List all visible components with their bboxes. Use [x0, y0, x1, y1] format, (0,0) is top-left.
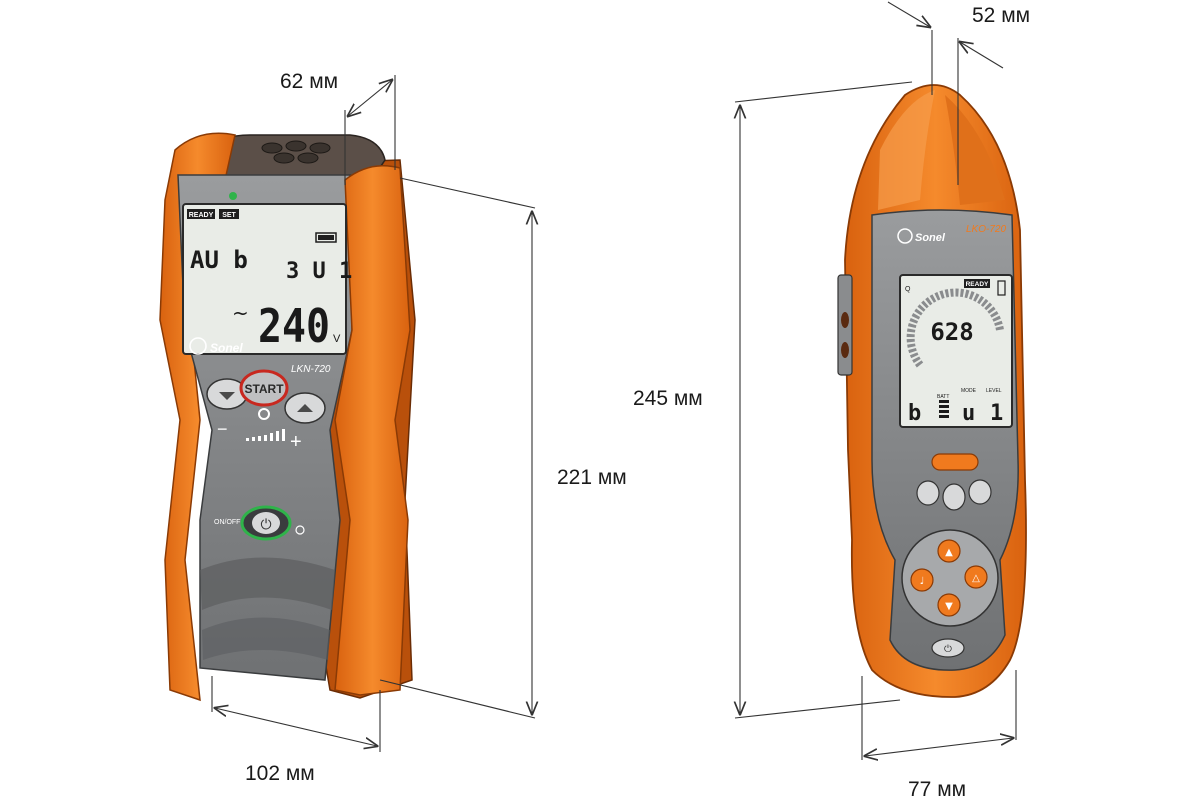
transmitter-ready-text: READY	[966, 281, 989, 288]
label-left-height: 221 мм	[557, 466, 627, 489]
dpad-down-button[interactable]	[937, 593, 961, 617]
sonel-logo-icon	[189, 337, 207, 355]
height-ext-top	[399, 177, 536, 209]
transmitter-ready-badge	[964, 279, 990, 288]
depth-dim-line-left	[348, 80, 392, 116]
transmitter-mode-button[interactable]	[931, 453, 979, 471]
height-ext-bottom	[379, 679, 536, 719]
receiver-start-button[interactable]	[239, 369, 289, 407]
lcd-mode-left: AU b	[190, 246, 248, 274]
plus-label: +	[290, 431, 302, 453]
receiver-lcd	[182, 203, 347, 355]
power-button-inner	[252, 512, 280, 534]
lcd-voltage: 240	[258, 299, 330, 353]
side-port-jack-2	[841, 342, 849, 358]
lcd-set-badge	[219, 209, 239, 219]
side-port-jack-1	[841, 312, 849, 328]
lcd-set-text: SET	[222, 212, 236, 219]
receiver-wave-decor	[200, 557, 335, 610]
transmitter-dpad-base	[901, 529, 999, 627]
dpad-right-button[interactable]	[964, 565, 988, 589]
rwidth-dim-line	[865, 738, 1013, 756]
transmitter-small-button-left[interactable]	[916, 480, 940, 506]
label-right-height: 245 мм	[633, 387, 703, 410]
transmitter-sonel-logo-icon	[897, 228, 913, 244]
transmitter-tip-highlight	[878, 90, 935, 210]
transmitter-device: Sonel LKO-720 Q READY 628 BATT MODE LEVE…	[837, 84, 1027, 698]
receiver-led	[229, 192, 237, 200]
transmitter-power-icon: ⏻	[944, 644, 952, 655]
lcd-q-label: Q	[905, 286, 911, 293]
lcd-bottom-u: u	[962, 401, 975, 426]
transmitter-tip-side	[945, 95, 1005, 205]
receiver-brand: Sonel	[210, 341, 243, 355]
gear-icon	[258, 408, 270, 420]
start-button-label: START	[244, 382, 284, 396]
level-bars-icon	[246, 429, 285, 441]
transmitter-reading: 628	[930, 318, 973, 346]
label-batt: BATT	[937, 394, 949, 400]
rdepth-arrow-in-left	[887, 1, 930, 27]
lcd-ac-symbol: ~	[232, 301, 249, 325]
minus-label: −	[217, 419, 228, 439]
rheight-ext-top	[734, 81, 913, 103]
label-left-width: 102 мм	[245, 762, 315, 785]
receiver-wave-decor-2	[202, 617, 330, 660]
transmitter-power-button[interactable]	[931, 638, 965, 658]
label-left-depth: 62 мм	[280, 70, 339, 93]
dpad-down-icon: ▼	[945, 601, 953, 612]
lcd-ready-badge	[187, 209, 215, 219]
receiver-right-bumper	[334, 165, 411, 696]
rheight-ext-bottom	[734, 699, 901, 719]
signal-arc-gauge	[906, 288, 1004, 368]
label-mode: MODE	[961, 388, 977, 394]
dpad-up-button[interactable]	[937, 539, 961, 563]
down-arrow-icon	[219, 392, 235, 400]
label-right-depth: 52 мм	[972, 4, 1031, 27]
lcd-battery-fill	[318, 235, 334, 240]
receiver-model: LKN-720	[291, 364, 331, 375]
receiver-device: READY SET AU b 3 U 1 ~ 240 V Sonel LKN-7…	[159, 132, 416, 702]
onoff-label: ON/OFF	[214, 519, 240, 526]
label-level: LEVEL	[986, 388, 1002, 394]
transmitter-small-button-right[interactable]	[968, 479, 992, 505]
lcd-battery-icon	[315, 232, 337, 243]
up-arrow-icon	[297, 404, 313, 412]
label-right-width: 77 мм	[908, 778, 967, 801]
dpad-up-icon: ▲	[945, 547, 953, 558]
transmitter-small-button-center[interactable]	[942, 483, 966, 511]
transmitter-brand: Sonel	[915, 232, 946, 244]
rdepth-arrow-in-right	[960, 42, 1004, 69]
lcd-unit: V	[333, 333, 341, 345]
receiver-connectors	[261, 140, 331, 164]
lcd-battery-bars	[939, 400, 949, 418]
transmitter-battery-icon	[997, 280, 1006, 296]
power-icon: ⏻	[260, 517, 271, 533]
lcd-mode-right: 3 U 1	[286, 259, 352, 284]
light-bulb-icon	[295, 525, 305, 535]
lcd-bottom-b: b	[908, 401, 921, 426]
receiver-left-bumper	[159, 132, 236, 702]
dpad-right-icon: △	[972, 573, 980, 584]
dpad-left-icon: ♩	[920, 576, 925, 587]
dimension-lines	[211, 1, 1017, 760]
lcd-ready-text: READY	[189, 212, 214, 219]
lcd-bottom-level: 1	[990, 401, 1003, 426]
dpad-left-button[interactable]	[910, 568, 934, 592]
transmitter-lcd	[899, 274, 1013, 428]
transmitter-model: LKO-720	[966, 224, 1006, 235]
width-dim-line-left	[215, 708, 377, 746]
